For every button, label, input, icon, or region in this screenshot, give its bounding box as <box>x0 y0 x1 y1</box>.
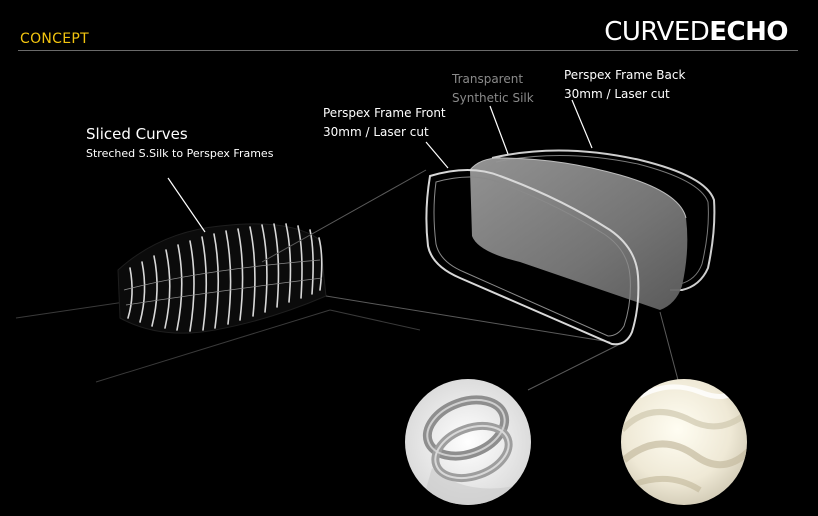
synthetic-silk-panel <box>469 157 688 310</box>
section-label: CONCEPT <box>20 31 89 47</box>
perspex-frame-front <box>425 169 640 346</box>
sliced-curves-object <box>117 223 327 334</box>
frame-back-subtitle: 30mm / Laser cut <box>564 87 670 101</box>
silk-detail-circle <box>621 379 747 505</box>
silk-label-line1: Transparent <box>452 72 524 86</box>
brand-part1: CURVED <box>604 17 710 47</box>
brand-logo: CURVEDECHO <box>604 17 788 47</box>
header-divider <box>18 50 798 51</box>
ring-detail-circle <box>405 379 531 505</box>
brand-part2: ECHO <box>709 17 788 47</box>
frame-back-title: Perspex Frame Back <box>564 68 686 82</box>
label-leaders <box>167 99 593 233</box>
frame-front-title: Perspex Frame Front <box>323 106 446 120</box>
sliced-curves-subtitle: Streched S.Silk to Perspex Frames <box>86 147 274 160</box>
frame-front-subtitle: 30mm / Laser cut <box>323 125 429 139</box>
sliced-curves-title: Sliced Curves <box>86 125 188 143</box>
connector-lines <box>261 169 679 391</box>
perspex-frame-back <box>491 149 716 291</box>
silk-label-line2: Synthetic Silk <box>452 91 534 105</box>
